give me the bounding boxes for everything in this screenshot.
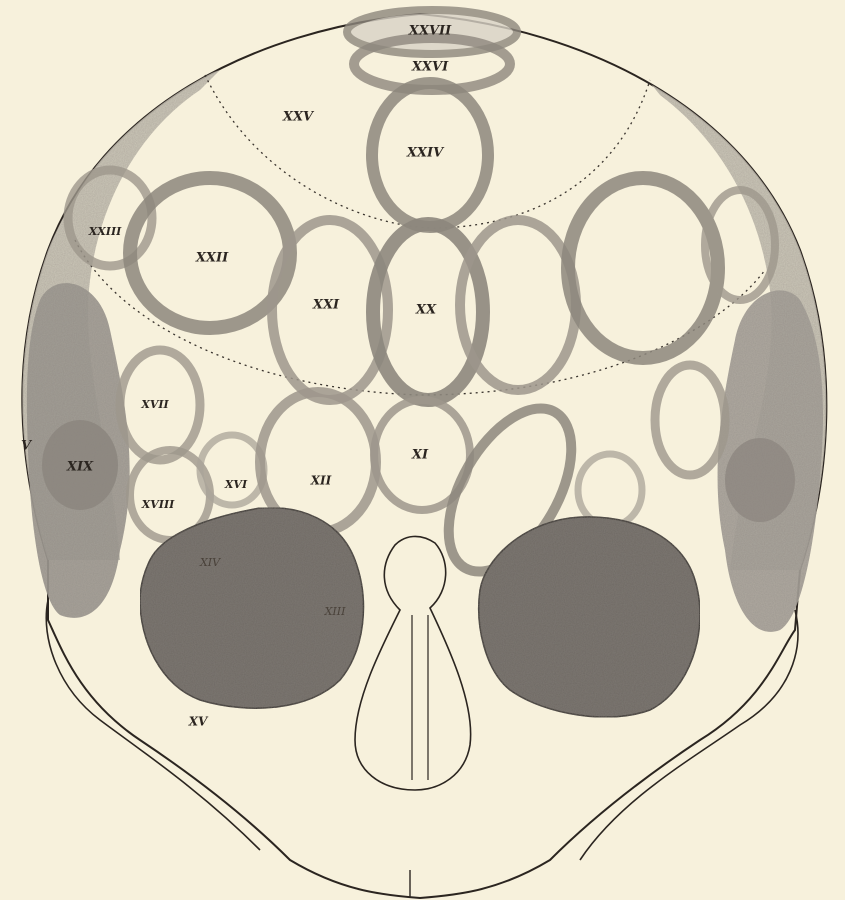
label-xviii: XVIII bbox=[141, 498, 175, 511]
label-xiv: XIV bbox=[199, 556, 221, 569]
region-xix-right bbox=[725, 438, 795, 522]
label-xix: XIX bbox=[66, 460, 94, 475]
label-xxv: XXV bbox=[282, 110, 315, 125]
label-xx: XX bbox=[415, 303, 437, 318]
label-xv: XV bbox=[188, 715, 209, 729]
label-xxii: XXII bbox=[195, 251, 229, 266]
label-xxvii: XXVII bbox=[408, 24, 452, 39]
label-xxi: XXI bbox=[312, 298, 340, 313]
label-xxiii: XXIII bbox=[88, 225, 122, 238]
label-xi: XI bbox=[411, 448, 429, 463]
label-xvii: XVII bbox=[140, 398, 169, 411]
label-xxiv: XXIV bbox=[406, 146, 445, 161]
label-xiii: XIII bbox=[324, 605, 347, 618]
orbit-right bbox=[479, 517, 700, 717]
label-xxvi: XXVI bbox=[411, 60, 449, 75]
label-xvi: XVI bbox=[224, 478, 248, 491]
label-xii: XII bbox=[310, 474, 332, 488]
